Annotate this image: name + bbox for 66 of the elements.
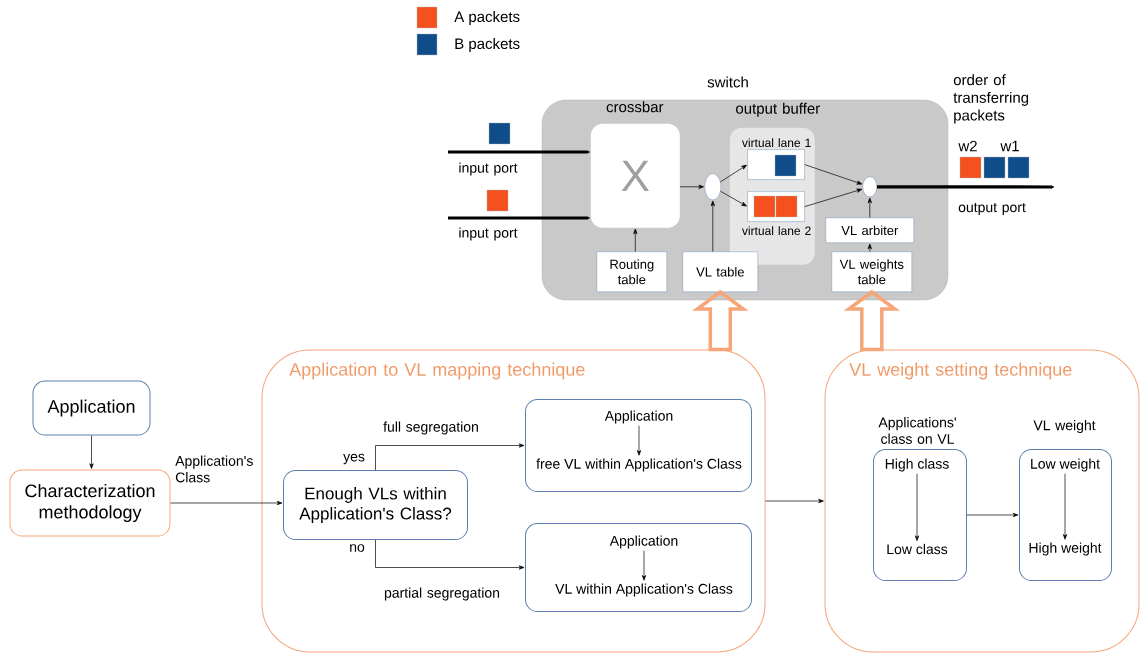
heading: virtual lane 2 [741,226,811,235]
arrow [633,228,638,252]
heading: switch [707,76,748,88]
block-arrow [692,289,749,352]
table-box: VL weights table [831,251,912,292]
junction-ellipse [704,173,721,200]
arrow [679,184,704,189]
text-label: Low weight [1031,458,1100,472]
heading: VL weight setting technique [849,362,1072,380]
arrow [867,197,872,218]
process-box [525,523,752,612]
arrow [641,550,647,581]
process-box [525,399,752,492]
arrow [867,243,872,252]
arrow [804,188,863,207]
process-box: Application [32,380,151,436]
edge-label: Application's Class [175,455,253,483]
arrow [636,425,642,456]
crossbar-box: X [590,123,680,228]
table-box: VL arbiter [825,217,914,243]
text-label: High class [885,458,949,472]
note-text: yes [343,453,365,465]
text-label: High weight [1029,542,1102,556]
junction-ellipse [862,176,877,197]
arrow [720,164,747,183]
arrow [877,185,1055,189]
text-label: Low class [887,543,948,555]
edge-label: input port [459,227,518,241]
edge-label: partial segregation [384,587,500,601]
heading: VL weight [1033,420,1096,434]
edge-label: output port [958,203,1026,215]
text-label: Application [609,535,678,549]
arrow [89,435,94,469]
arrow [966,512,1019,518]
arrow [448,150,590,154]
arrow [804,164,863,185]
arrow [375,443,525,471]
arrow [710,200,715,252]
text-label: free VL within Application's Class [536,458,742,472]
edge-label: input port [459,162,518,176]
process-box: Characterization methodology [9,469,171,537]
note-text: w1 [1000,140,1019,152]
table-box: Routing table [596,251,667,292]
heading: output buffer [736,102,820,117]
arrow [375,539,525,570]
note-text: no [350,544,365,552]
arrow [720,190,747,207]
edge-label: full segregation [383,421,478,435]
note-text: w2 [958,140,977,152]
heading: Application to VL mapping technique [289,362,585,380]
block-arrow [843,289,901,352]
arrow [1062,473,1068,540]
legend-text: A packets [454,11,520,25]
text-label: Application [604,410,673,424]
heading: Applications' class on VL [878,417,956,444]
legend-text: B packets [455,38,520,52]
heading: crossbar [606,101,664,113]
arrow [914,473,920,541]
table-box: VL table [682,251,758,292]
arrow [765,498,824,504]
arrow [170,500,283,506]
arrow [448,216,590,220]
decision-box: Enough VLs within Application's Class? [283,470,468,540]
heading: virtual lane 1 [741,138,811,147]
text-label: VL within Application's Class [555,583,733,597]
note-text: order of transferring packets [953,74,1029,124]
